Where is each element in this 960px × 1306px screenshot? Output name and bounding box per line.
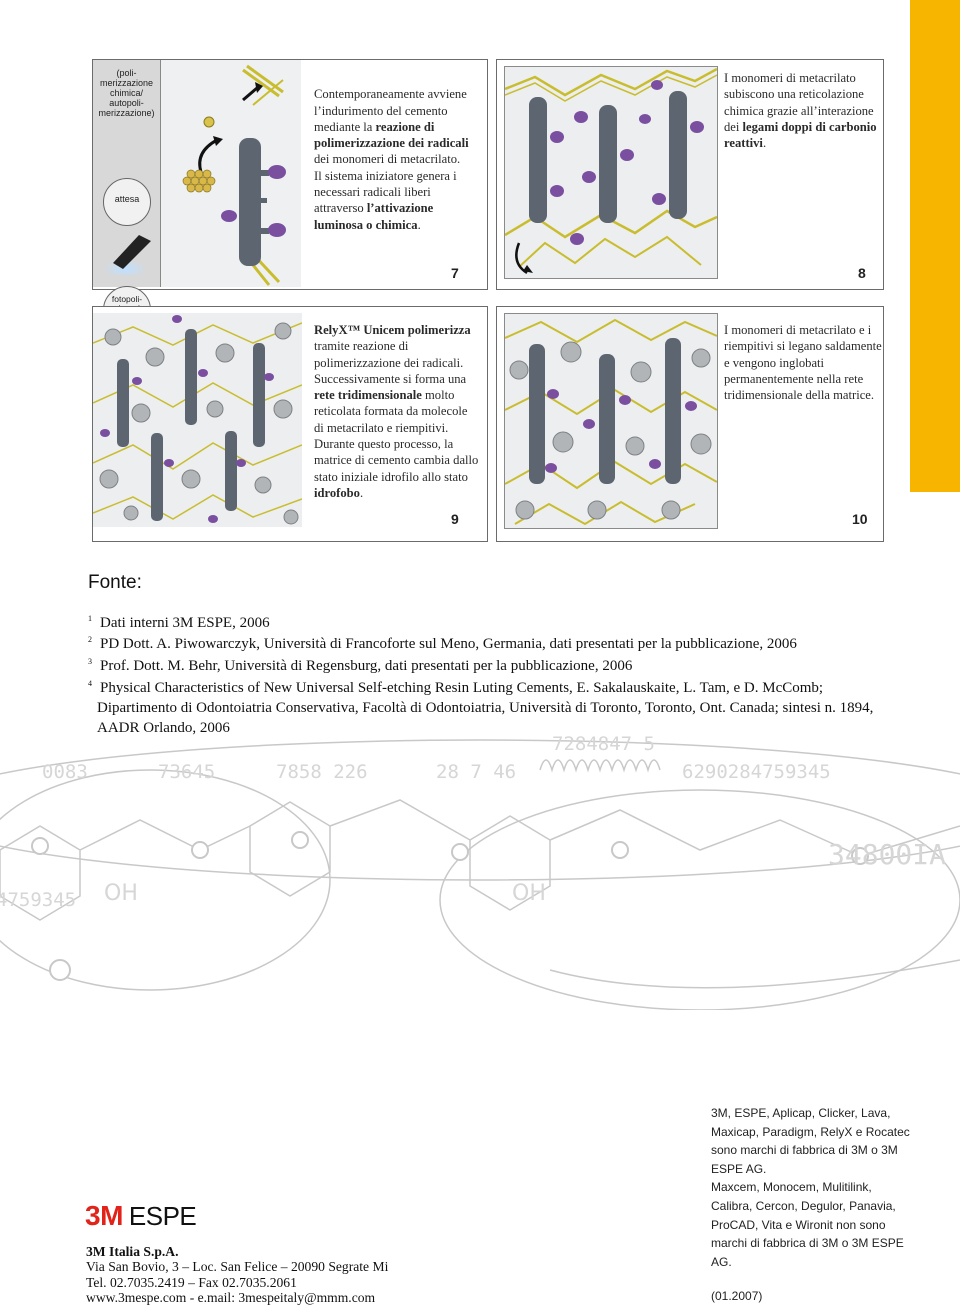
bg-digits-r2c: 7858 226 <box>276 761 368 783</box>
panel-7-illustration <box>161 60 301 287</box>
ref-2-number: 2 <box>88 635 92 644</box>
p9-text-6: . <box>359 485 364 500</box>
ref-1-number: 1 <box>88 614 92 623</box>
panel-9-illustration <box>93 313 302 527</box>
ref-3-text: Prof. Dott. M. Behr, Università di Regen… <box>100 658 633 674</box>
dial-top-label: attesa <box>114 194 140 204</box>
p7-text-3: dei monomeri di metacrilato. <box>314 152 461 167</box>
panel-9-description: RelyX™ Unicem polimerizza tramite reazio… <box>314 322 479 501</box>
reference-3: 3 Prof. Dott. M. Behr, Università di Rege… <box>88 652 888 676</box>
reference-2: 2 PD Dott. A. Piwowarczyk, Università di … <box>88 630 888 654</box>
p10-text-1: I monomeri di metacrilato e i riempitivi… <box>724 323 882 403</box>
panel-7-description: Contemporaneamente avviene l’indurimento… <box>314 70 479 233</box>
street-address: Via San Bovio, 3 – Loc. San Felice – 200… <box>86 1259 389 1275</box>
ref-4-text-line-3: AADR Orlando, 2006 <box>97 720 230 736</box>
bg-digits-r2d: 28 7 46 <box>436 761 516 783</box>
p9-text-2: tramite reazione di polimerizzazione dei… <box>314 339 467 386</box>
p7-text-2: reazione di polimerizzazione dei radical… <box>314 119 469 151</box>
company-name: 3M Italia S.p.A. <box>86 1244 179 1259</box>
p7-text-4: Il sistema iniziatore genera i necessari… <box>314 168 457 216</box>
panel-8-illustration <box>504 66 718 279</box>
bg-oh-2: OH <box>512 881 546 906</box>
p7-text-6: . <box>417 217 421 232</box>
panel-number-10: 10 <box>852 511 868 527</box>
p7-text-5: l’attivazione luminosa o chimica <box>314 201 434 232</box>
ref-1-text: Dati interni 3M ESPE, 2006 <box>100 615 270 631</box>
company-address: 3M Italia S.p.A. Via San Bovio, 3 – Loc.… <box>86 1244 388 1305</box>
reference-4: 4 Physical Characteristics of New Univers… <box>88 674 888 738</box>
p7-text-1: Contemporaneamente avviene l’indurimento… <box>314 87 467 134</box>
sources-title: Fonte: <box>88 572 142 593</box>
p8-text-2: legami doppi di carbonio reattivi <box>724 119 877 151</box>
panel-10-description: I monomeri di metacrilato e i riempitivi… <box>724 322 882 403</box>
3m-logo-mark: 3M <box>85 1200 123 1231</box>
curing-light-icon <box>99 235 153 279</box>
bg-digits-r2b: 73645 <box>158 761 215 783</box>
bg-digits-r2a: 0083 <box>42 761 88 783</box>
ref-4-number: 4 <box>88 679 92 688</box>
p9-text-1: RelyX™ Unicem polimerizza <box>314 323 471 337</box>
p9-text-3: rete tridimensionale <box>314 388 422 403</box>
espe-logo-text: ESPE <box>128 1201 197 1231</box>
trademarks-3m: 3M, ESPE, Aplicap, Clicker, Lava, Maxica… <box>711 1106 910 1176</box>
reference-1: 1 Dati interni 3M ESPE, 2006 <box>88 609 888 633</box>
initiation-mode-strip: (poli- merizzazione chimica/ autopoli- m… <box>93 60 161 334</box>
panel-10-illustration <box>504 313 718 529</box>
yellow-side-bar <box>910 0 960 492</box>
panel-number-9: 9 <box>451 511 459 527</box>
ref-4-text: Physical Characteristics of New Universa… <box>100 680 824 696</box>
timer-dial-top: attesa <box>103 178 151 226</box>
p9-text-5: idrofobo <box>314 485 360 500</box>
ref-3-number: 3 <box>88 657 92 666</box>
trademark-notice: 3M, ESPE, Aplicap, Clicker, Lava, Maxica… <box>711 1104 911 1306</box>
p8-text-1: I monomeri di metacrilato subiscono una … <box>724 71 874 134</box>
ref-4-text-line-2: Dipartimento di Odontoiatria Conservativ… <box>97 700 874 716</box>
publication-date: (01.2007) <box>711 1289 763 1304</box>
bg-digits-r3a: 4759345 <box>0 889 76 911</box>
p9-text-4: molto reticolata formata da molecole di … <box>314 388 479 484</box>
panel-number-7: 7 <box>451 265 459 281</box>
bg-digits-r1: 7284847 5 <box>552 733 655 755</box>
panel-8-description: I monomeri di metacrilato subiscono una … <box>724 70 882 151</box>
chemical-polymerization-label: (poli- merizzazione chimica/ autopoli- m… <box>98 68 155 118</box>
bg-digits-r3b: 34800IA <box>828 838 946 871</box>
web-email: www.3mespe.com - e.mail: 3mespeitaly@mmm… <box>86 1289 376 1305</box>
ref-2-text: PD Dott. A. Piwowarczyk, Università di F… <box>100 636 797 652</box>
panel-number-8: 8 <box>858 265 866 281</box>
decorative-background: 7284847 5 0083 73645 7858 226 28 7 46 62… <box>0 730 960 1011</box>
trademarks-others: Maxcem, Monocem, Mulitilink, Calibra, Ce… <box>711 1180 904 1269</box>
p8-text-3: . <box>762 136 767 151</box>
phone-fax: Tel. 02.7035.2419 – Fax 02.7035.2061 <box>86 1274 297 1290</box>
bg-digits-r2e: 6290284759345 <box>682 761 831 783</box>
bg-oh-1: OH <box>104 881 138 906</box>
